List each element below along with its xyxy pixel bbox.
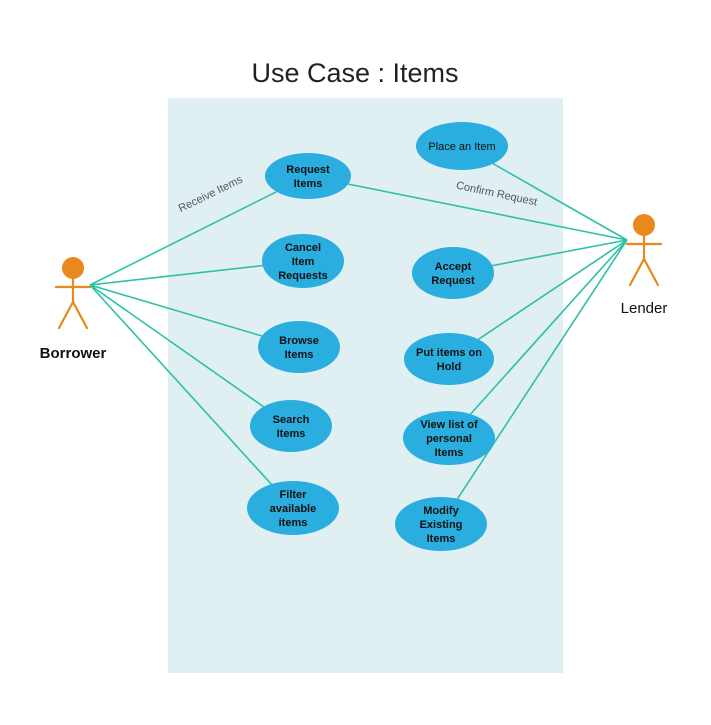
use-case-ellipse <box>258 321 340 373</box>
use-case-ellipse <box>395 497 487 551</box>
use-case-label: Items <box>435 447 464 459</box>
actor-lender: Lender <box>621 214 668 317</box>
use-case-label: Accept <box>435 261 472 273</box>
stick-figure-icon <box>625 234 663 287</box>
use-case-label: Items <box>285 349 314 361</box>
use-cases: RequestItemsCancelItemRequestsBrowseItem… <box>247 122 508 551</box>
association-lender-modify-existing-items <box>456 239 628 500</box>
use-case-ellipse <box>416 122 508 170</box>
use-case-label: View list of <box>420 419 478 431</box>
use-case-label: Items <box>427 533 456 545</box>
use-case-label: Filter <box>280 489 308 501</box>
association-borrower-browse-items <box>89 284 263 337</box>
association-lender-view-list-of-personal-items <box>469 239 628 415</box>
use-case-label: available <box>270 503 316 515</box>
diagram-title: Use Case : Items <box>251 58 458 88</box>
use-case-label: Put items on <box>416 347 482 359</box>
use-case-label: Item <box>292 256 315 268</box>
use-case-label: Cancel <box>285 242 321 254</box>
use-case-label: Search <box>273 414 310 426</box>
use-case-ellipse <box>404 333 494 385</box>
use-case-label: Modify <box>423 505 459 517</box>
association-borrower-cancel-item-requests <box>89 264 263 286</box>
actor-label-lender: Lender <box>621 300 668 317</box>
use-case-label: Items <box>277 428 306 440</box>
association-borrower-request-items <box>89 190 277 286</box>
actor-head-icon <box>633 214 655 236</box>
use-case-label: personal <box>426 433 472 445</box>
association-lender-put-items-on-hold <box>477 239 628 340</box>
use-case-ellipse <box>403 411 495 465</box>
use-case-label: Place an Item <box>428 141 495 153</box>
use-case-label: Items <box>294 178 323 190</box>
use-case-ellipse <box>412 247 494 299</box>
associations <box>89 163 628 500</box>
association-lender-accept-request <box>492 239 628 267</box>
use-case-label: Existing <box>420 519 463 531</box>
use-case-label: Browse <box>279 335 319 347</box>
stick-figure-icon <box>54 277 92 330</box>
actor-head-icon <box>62 257 84 279</box>
use-case-label: items <box>279 517 308 529</box>
actor-label-borrower: Borrower <box>40 345 107 362</box>
association-lender-place-an-item <box>492 163 628 241</box>
use-case-label: Request <box>431 275 475 287</box>
use-case-filter-available-items: Filter available items <box>247 481 339 535</box>
association-borrower-search-items <box>89 284 264 408</box>
actors: Borrower Lender <box>40 214 668 362</box>
use-case-label: Hold <box>437 361 461 373</box>
use-case-ellipse <box>250 400 332 452</box>
use-case-label: Request <box>286 164 330 176</box>
use-case-ellipse <box>247 481 339 535</box>
use-case-place-an-item: Place an Item <box>416 122 508 170</box>
actor-borrower: Borrower <box>40 257 107 362</box>
association-borrower-filter-available-items <box>89 284 272 485</box>
use-case-label: Requests <box>278 270 328 282</box>
use-case-ellipse <box>262 234 344 288</box>
use-case-ellipse <box>265 153 351 199</box>
use-case-put-items-on-hold: Put items on Hold <box>404 333 494 385</box>
association-lender-request-items <box>348 183 628 241</box>
